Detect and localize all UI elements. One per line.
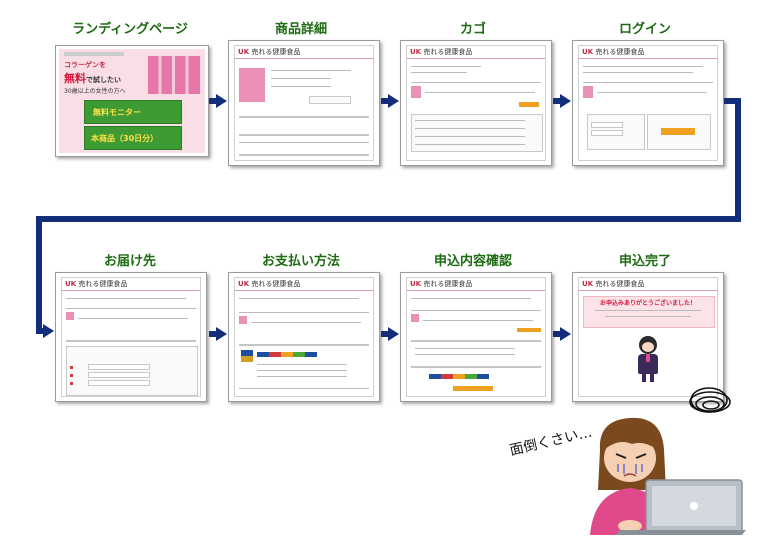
screenshot-complete: UK 売れる健康食品 お申込みありがとうございました！: [572, 272, 724, 402]
delivery-address-form: [66, 346, 198, 396]
payment-card-logos: [241, 350, 253, 362]
delivery-input-1[interactable]: [88, 364, 150, 370]
row-connector: [724, 98, 740, 104]
payment-card-logos-row: [257, 352, 317, 357]
arrow-icon: [216, 94, 227, 108]
landing-copy-line2: 30歳以上の女性の方へ: [64, 88, 126, 95]
step-label-landing: ランディングページ: [72, 22, 188, 37]
product-bottles: [148, 56, 200, 94]
scribble-icon: [689, 387, 731, 413]
login-password-input[interactable]: [591, 130, 623, 136]
step-label-login: ログイン: [618, 22, 671, 37]
screenshot-delivery: UK 売れる健康食品: [55, 272, 207, 402]
banner-free-monitor[interactable]: 無料モニター: [84, 100, 182, 124]
bowing-character: [635, 336, 661, 382]
add-to-cart-button[interactable]: [309, 96, 351, 104]
submit-order-button[interactable]: [453, 386, 493, 391]
screenshot-product-detail: UK 売れる健康食品: [228, 40, 380, 166]
login-email-input[interactable]: [591, 122, 623, 128]
banner-product-30days[interactable]: 本商品（30日分）: [84, 126, 182, 150]
landing-copy-free: 無料: [64, 72, 86, 85]
screenshot-payment: UK 売れる健康食品: [228, 272, 380, 402]
landing-copy-line1: コラーゲンを: [64, 61, 106, 69]
arrow-icon: [43, 324, 54, 338]
arrow-icon: [388, 327, 399, 341]
confirm-card-logos-row: [429, 374, 489, 379]
step-label-cart: カゴ: [459, 22, 486, 37]
arrow-icon: [560, 327, 571, 341]
step-label-payment: お支払い方法: [261, 254, 340, 269]
step-label-delivery: お届け先: [103, 254, 156, 269]
screenshot-cart: UK 売れる健康食品: [400, 40, 552, 166]
step-label-complete: 申込完了: [618, 254, 671, 269]
cart-item-image: [411, 86, 421, 98]
complete-thanks: お申込みありがとうございました！: [599, 300, 696, 307]
delivery-input-2[interactable]: [88, 372, 150, 378]
product-image: [239, 68, 265, 102]
screenshot-login: UK 売れる健康食品: [572, 40, 724, 166]
screenshot-landing: コラーゲンを 無料で試したい 30歳以上の女性の方へ 無料モニター 本商品（30…: [55, 45, 209, 157]
arrow-icon: [560, 94, 571, 108]
step-label-confirm: 申込内容確認: [433, 254, 512, 269]
arrow-icon: [388, 94, 399, 108]
delivery-input-3[interactable]: [88, 380, 150, 386]
frustrated-person-illustration: [590, 387, 746, 535]
step-label-product-detail: 商品詳細: [274, 22, 327, 37]
screenshot-confirm: UK 売れる健康食品: [400, 272, 552, 402]
arrow-icon: [216, 327, 227, 341]
checkout-button[interactable]: [519, 102, 539, 107]
landing-copy-line1-end: で試したい: [86, 76, 121, 84]
guest-checkout-button[interactable]: [661, 128, 695, 135]
